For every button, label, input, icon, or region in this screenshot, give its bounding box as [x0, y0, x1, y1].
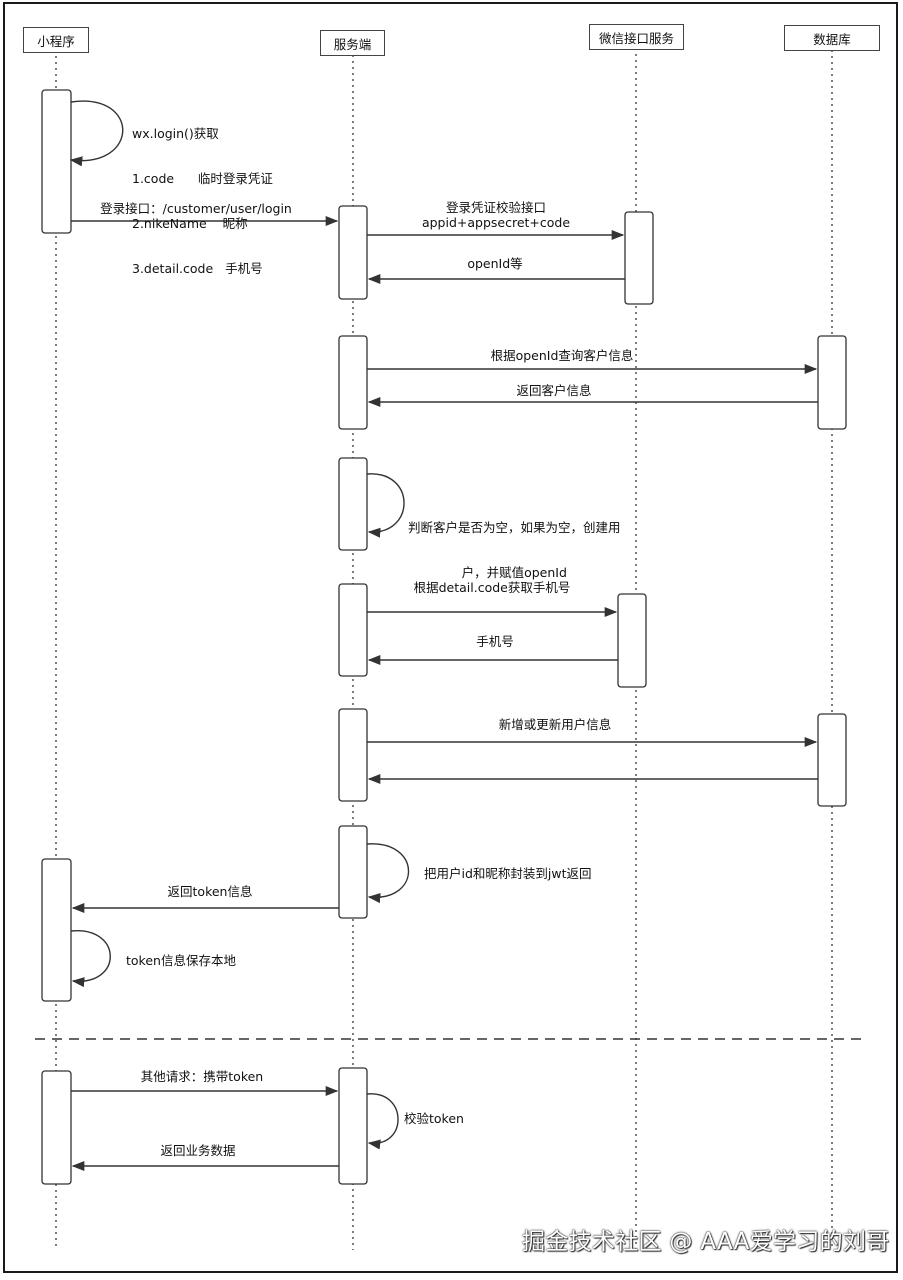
- activation-wechat-phone: [617, 593, 647, 688]
- activation-server-request: [338, 1067, 368, 1185]
- label-return-customer: 返回客户信息: [516, 383, 592, 398]
- label-get-phone: 根据detail.code获取手机号: [413, 580, 571, 595]
- note-save-token: token信息保存本地: [126, 953, 236, 968]
- label-login-api: 登录接口：/customer/user/login: [100, 201, 292, 216]
- label-verify-api-line2: appid+appsecret+code: [421, 215, 571, 230]
- activation-server-login: [338, 205, 368, 300]
- participant-server: 服务端: [320, 30, 385, 56]
- activation-wechat-verify: [624, 211, 654, 305]
- label-query-customer: 根据openId查询客户信息: [490, 348, 634, 363]
- self-arrow-verify-token: [366, 1093, 399, 1150]
- activation-miniapp-login: [41, 89, 72, 234]
- note-wx-login-line: 2.nikeName 昵称: [132, 216, 248, 231]
- note-wx-login-line: wx.login()获取: [132, 126, 219, 141]
- label-verify-api-line1: 登录凭证校验接口: [445, 200, 547, 215]
- activation-db-query: [817, 335, 847, 430]
- note-wx-login-line: 1.code 临时登录凭证: [132, 171, 273, 186]
- label-save-user: 新增或更新用户信息: [498, 717, 612, 732]
- activation-server-phone: [338, 583, 368, 677]
- note-check-customer: 判断客户是否为空，如果为空，创建用 户，并赋值openId: [408, 490, 621, 595]
- activation-server-jwt: [338, 825, 368, 919]
- label-phone-return: 手机号: [476, 634, 514, 649]
- activation-server-save: [338, 708, 368, 802]
- self-arrow-pack-jwt: [366, 843, 410, 904]
- label-other-request: 其他请求：携带token: [140, 1069, 264, 1084]
- note-wx-login-line: 3.detail.code 手机号: [132, 261, 263, 276]
- note-check-customer-line: 户，并赋值openId: [461, 565, 567, 580]
- label-return-data: 返回业务数据: [160, 1143, 236, 1158]
- self-arrow-save-token: [70, 930, 111, 988]
- label-openid-return: openId等: [467, 256, 523, 271]
- note-pack-jwt: 把用户id和昵称封装到jwt返回: [424, 866, 592, 881]
- note-wx-login: wx.login()获取 1.code 临时登录凭证 2.nikeName 昵称…: [132, 96, 273, 291]
- note-check-customer-line: 判断客户是否为空，如果为空，创建用: [408, 520, 621, 535]
- self-arrow-check-customer: [366, 473, 405, 538]
- label-return-token: 返回token信息: [167, 884, 253, 899]
- diagram-frame: [3, 2, 898, 1273]
- participant-miniapp: 小程序: [23, 27, 89, 53]
- activation-miniapp-request: [41, 1070, 72, 1185]
- participant-db: 数据库: [784, 25, 880, 51]
- activation-miniapp-token: [41, 858, 72, 1002]
- watermark: 掘金技术社区 @ AAA爱学习的刘哥: [522, 1229, 890, 1255]
- activation-server-query: [338, 335, 368, 430]
- note-verify-token: 校验token: [404, 1111, 464, 1126]
- self-arrow-wx-login: [69, 100, 124, 167]
- activation-server-check: [338, 457, 368, 551]
- activation-db-save: [817, 713, 847, 807]
- participant-wechat: 微信接口服务: [589, 24, 684, 50]
